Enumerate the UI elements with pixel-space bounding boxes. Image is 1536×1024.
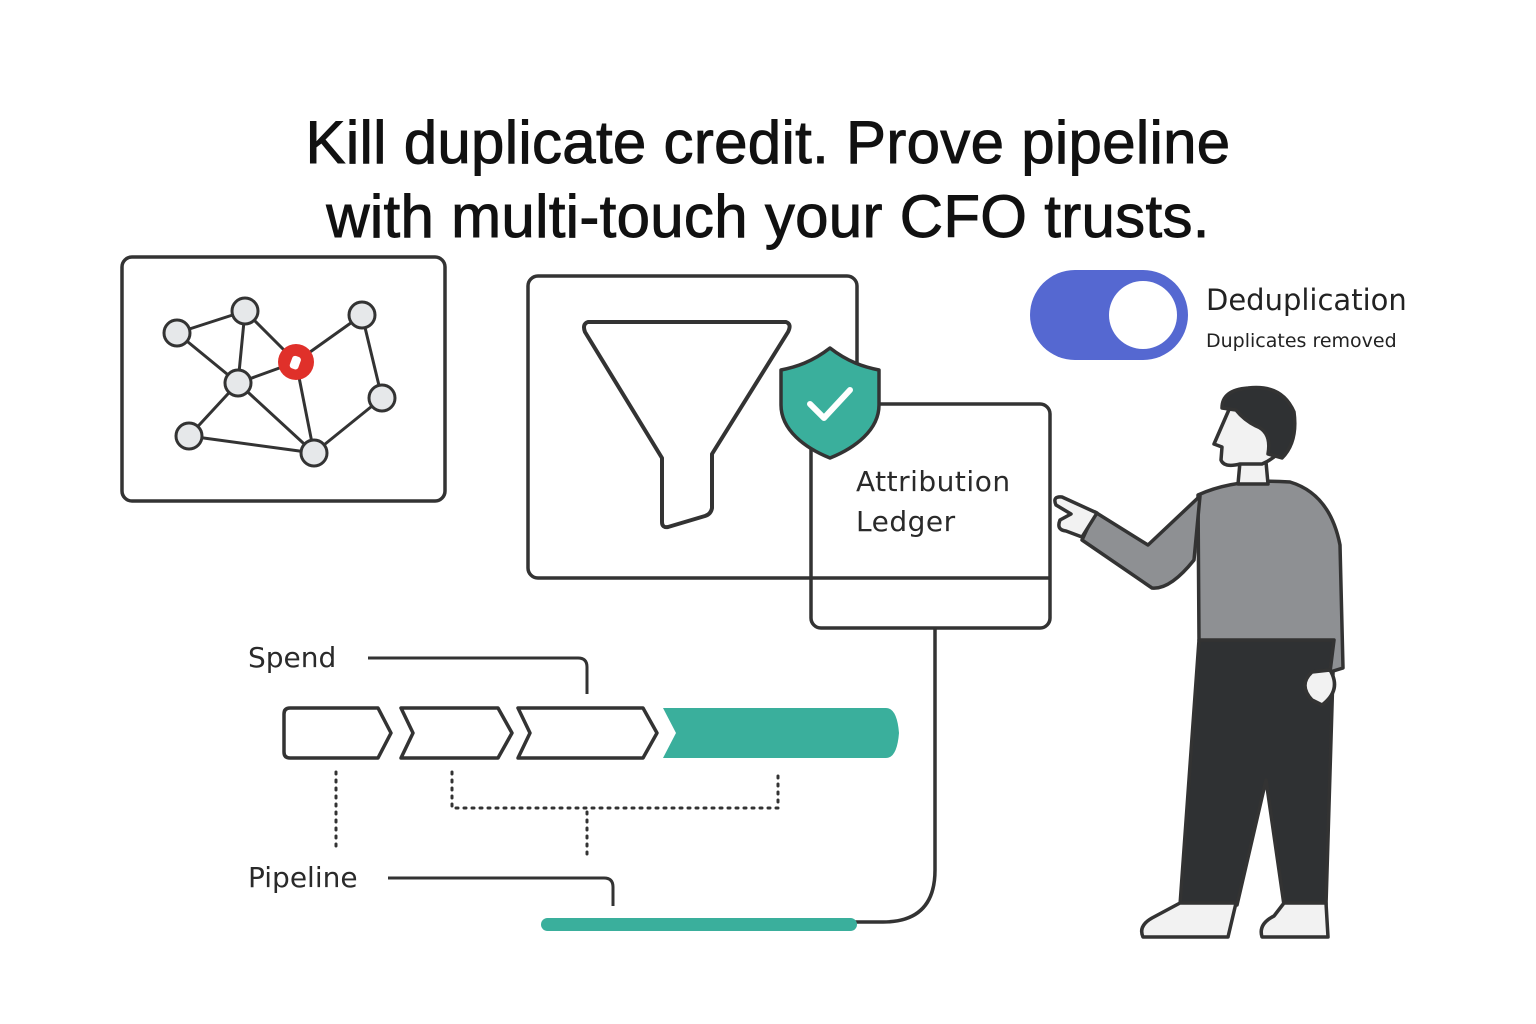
person-shoe <box>1139 901 1238 939</box>
ledger-to-pipeline-connector <box>855 628 937 924</box>
presenter-person <box>1053 385 1345 939</box>
pipeline-connector <box>388 876 615 906</box>
headline-line-1: Kill duplicate credit. Prove pipeline <box>305 109 1231 177</box>
shield-check-icon <box>779 346 881 460</box>
touchpoint-chevron <box>399 706 514 760</box>
touchpoint-chevron-final <box>663 708 899 758</box>
network-panel <box>120 255 447 503</box>
pipeline-bar <box>541 918 857 931</box>
touchpoint-sequence <box>282 706 899 760</box>
deduplication-title: Deduplication <box>1206 283 1407 317</box>
attribution-ledger-card <box>809 402 1052 630</box>
person-pointing-arm <box>1080 494 1202 590</box>
deduplication-status: Duplicates removed <box>1206 330 1397 352</box>
network-node <box>367 383 397 413</box>
person-hand <box>1053 495 1099 539</box>
person-hair <box>1220 385 1297 460</box>
headline-line-2: with multi-touch your CFO trusts. <box>326 183 1210 251</box>
network-node <box>347 300 377 330</box>
network-node <box>230 296 260 326</box>
person-torso <box>1196 479 1345 674</box>
person-hand <box>1303 668 1337 707</box>
ledger-title-line-2: Ledger <box>856 505 956 538</box>
person-shoe <box>1259 901 1330 939</box>
spend-label: Spend <box>248 641 337 674</box>
deduplication-toggle[interactable] <box>1030 270 1188 360</box>
touchpoint-chevron <box>282 706 393 760</box>
network-node <box>174 421 204 451</box>
headline: Kill duplicate credit. Prove pipeline wi… <box>0 106 1536 254</box>
funnel-icon <box>582 320 792 530</box>
network-node <box>162 318 192 348</box>
toggle-knob <box>1109 281 1177 349</box>
ledger-title-line-1: Attribution <box>856 465 1011 498</box>
attribution-dotted-lines <box>334 770 780 862</box>
pipeline-label: Pipeline <box>248 861 358 894</box>
network-node <box>299 438 329 468</box>
network-graph-icon <box>162 296 397 468</box>
spend-connector <box>368 656 589 694</box>
touchpoint-chevron <box>516 706 659 760</box>
ledger-title: Attribution Ledger <box>856 462 1011 542</box>
network-node <box>223 368 253 398</box>
